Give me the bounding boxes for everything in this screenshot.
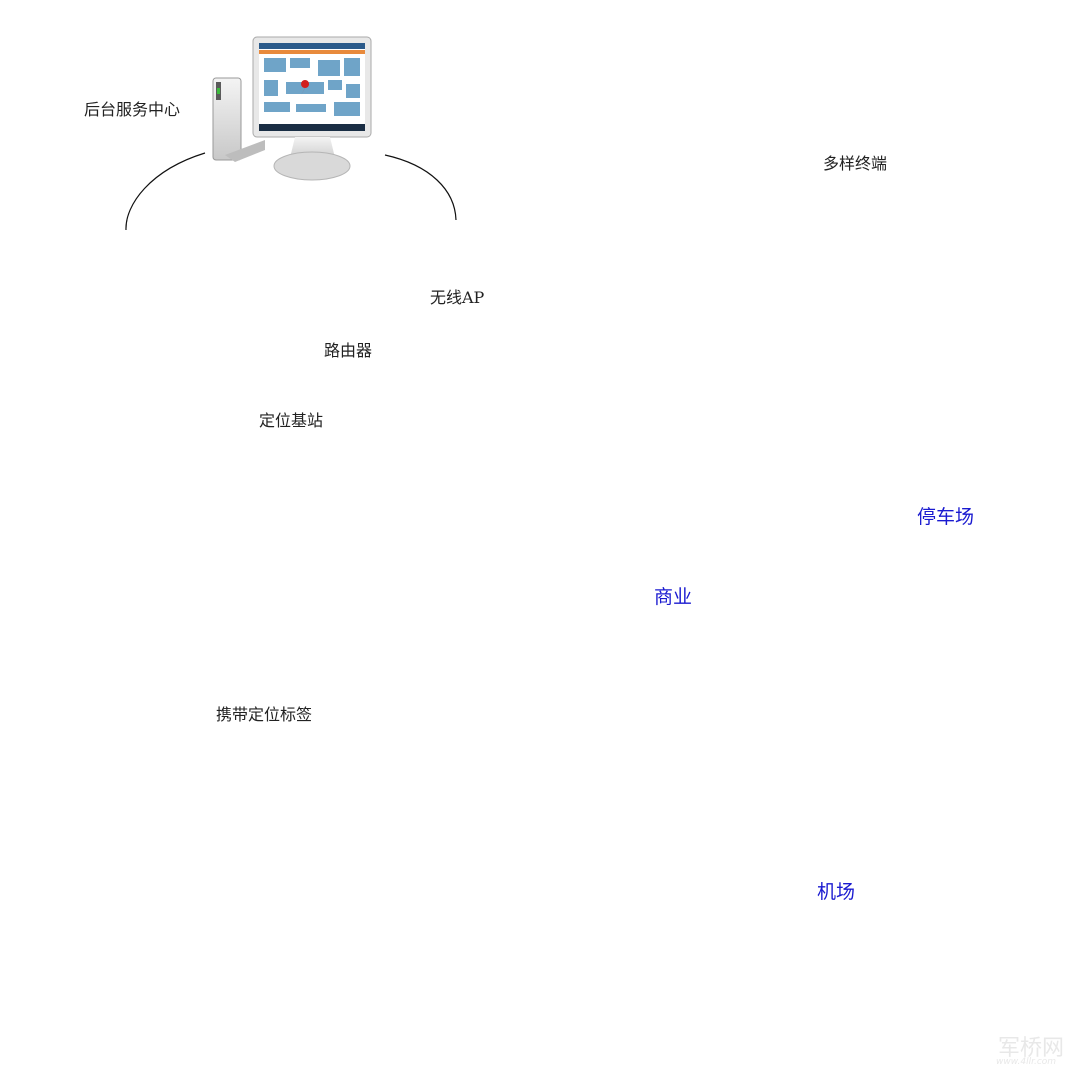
watermark-text: 军桥网 [998,1036,1065,1061]
terminals-label: 多样终端 [823,154,888,173]
parking-label: 停车场 [917,506,975,528]
router-label: 路由器 [324,341,373,360]
factory-label: 工厂 [146,885,185,907]
airport-label: 机场 [817,881,856,903]
commercial-label: 商业 [654,586,693,608]
backend-ring [125,152,457,231]
watermark-url: www.4llr.com [996,1057,1057,1067]
backend-label: 后台服务中心 [84,100,181,119]
tag-label: 携带定位标签 [216,705,313,724]
base-station-label: 定位基站 [259,411,324,430]
wireless-ap-label: 无线AP [430,288,485,307]
backend-server-icon [212,36,372,181]
